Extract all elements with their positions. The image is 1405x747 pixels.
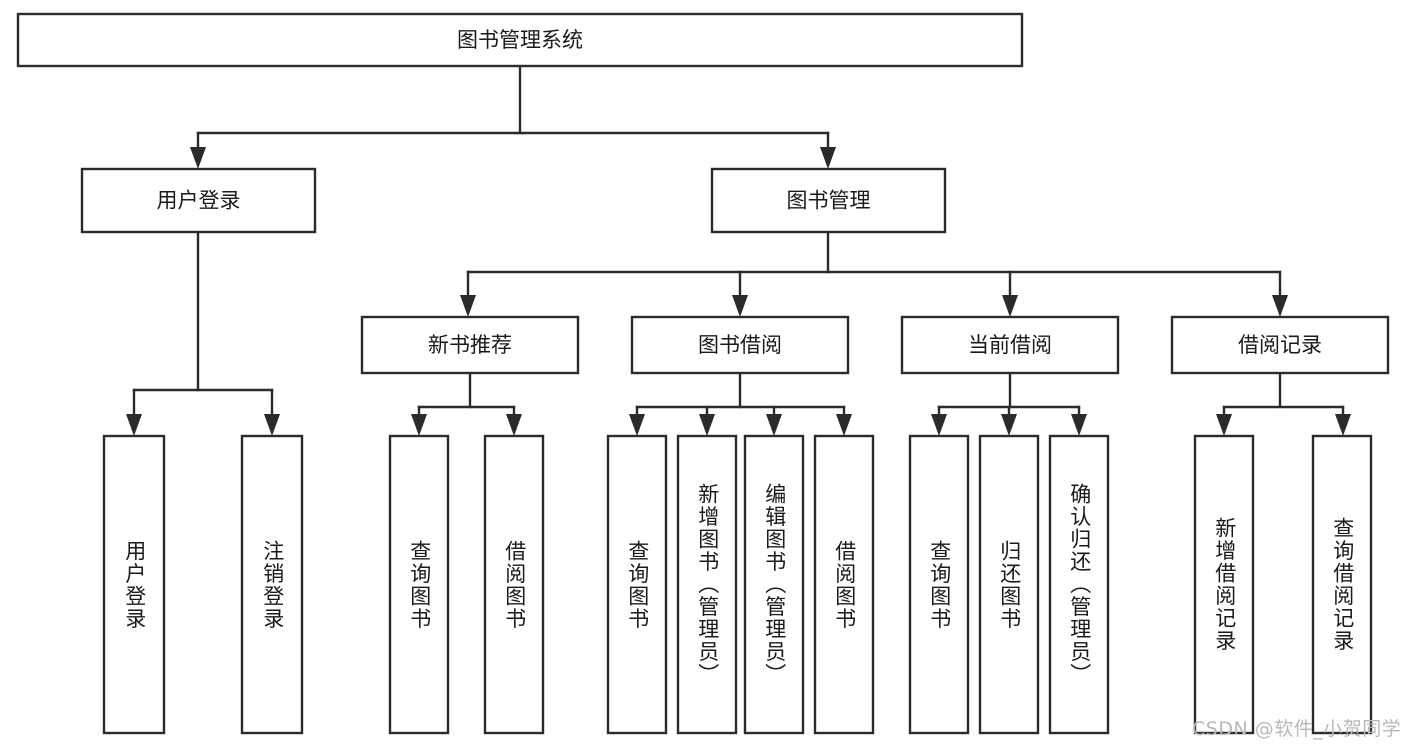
arrow-head-icon <box>264 414 280 436</box>
node-box-current-borrow[interactable] <box>900 315 1120 375</box>
arrow-head-icon <box>732 295 748 317</box>
node-box-leaf-query-book-1[interactable] <box>388 434 450 735</box>
node-box-leaf-user-login[interactable] <box>102 434 166 735</box>
arrow-head-icon <box>411 414 427 436</box>
node-box-layer <box>16 12 1390 735</box>
arrow-head-icon <box>629 414 645 436</box>
connector-layer <box>126 64 1351 436</box>
arrow-head-icon <box>1216 414 1232 436</box>
arrow-head-icon <box>1335 414 1351 436</box>
node-box-leaf-confirm-return[interactable] <box>1048 434 1110 735</box>
node-box-leaf-query-book-3[interactable] <box>908 434 970 735</box>
node-box-leaf-borrow-book-1[interactable] <box>483 434 545 735</box>
node-box-book-borrow[interactable] <box>630 315 850 375</box>
node-box-leaf-query-record[interactable] <box>1311 434 1373 735</box>
node-box-leaf-edit-book[interactable] <box>743 434 805 735</box>
arrow-head-icon <box>1071 414 1087 436</box>
node-label-current-borrow: 当前借阅 <box>968 333 1052 357</box>
arrow-head-icon <box>766 414 782 436</box>
node-label-book-borrow: 图书借阅 <box>698 333 782 357</box>
arrow-head-icon <box>1002 295 1018 317</box>
arrow-head-icon <box>1272 295 1288 317</box>
node-box-leaf-return-book[interactable] <box>978 434 1040 735</box>
arrow-head-icon <box>126 414 142 436</box>
node-label-user-login: 用户登录 <box>157 189 241 213</box>
node-box-borrow-record[interactable] <box>1170 315 1390 375</box>
arrow-head-icon <box>1001 414 1017 436</box>
node-label-new-book-recommend: 新书推荐 <box>428 333 512 357</box>
node-box-leaf-add-record[interactable] <box>1193 434 1255 735</box>
arrow-head-icon <box>699 414 715 436</box>
node-box-leaf-add-book[interactable] <box>676 434 738 735</box>
node-box-book-manage[interactable] <box>710 167 947 234</box>
arrow-head-icon <box>931 414 947 436</box>
node-box-root[interactable] <box>16 12 1024 68</box>
arrow-head-icon <box>506 414 522 436</box>
node-label-borrow-record: 借阅记录 <box>1238 333 1322 357</box>
watermark-text: CSDN @软件_小贺同学 <box>1192 718 1402 740</box>
node-box-leaf-borrow-book-2[interactable] <box>813 434 875 735</box>
node-box-leaf-logout[interactable] <box>240 434 304 735</box>
arrow-head-icon <box>190 147 206 169</box>
node-label-root: 图书管理系统 <box>457 28 583 52</box>
node-box-leaf-query-book-2[interactable] <box>606 434 668 735</box>
arrow-head-icon <box>836 414 852 436</box>
node-box-new-book-recommend[interactable] <box>360 315 580 375</box>
node-label-book-manage: 图书管理 <box>787 189 871 213</box>
arrow-head-icon <box>460 295 476 317</box>
arrow-head-icon <box>820 147 836 169</box>
node-box-user-login[interactable] <box>80 167 317 234</box>
